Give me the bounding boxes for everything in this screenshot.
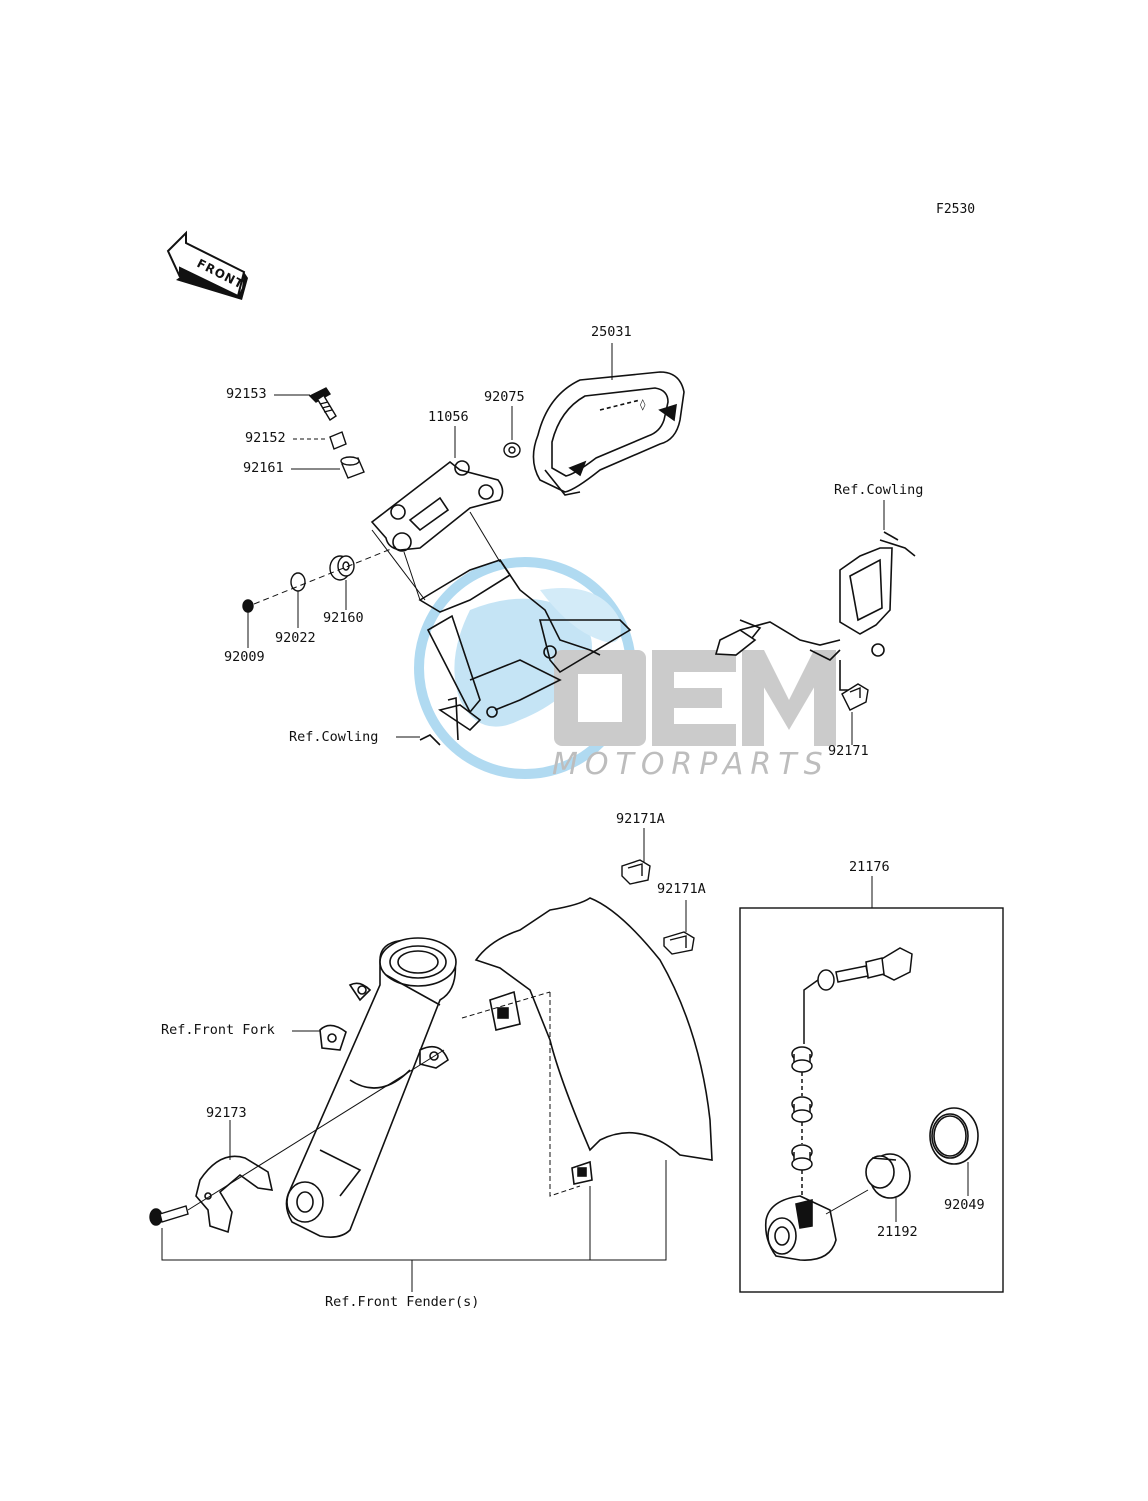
watermark-sub-text: MOTORPARTS: [552, 747, 830, 782]
label-ref-cowling-right[interactable]: Ref.Cowling: [834, 482, 924, 498]
clip-92171a-1: [621, 859, 651, 885]
sensor-body: [764, 1195, 837, 1261]
clip-92171: [841, 683, 869, 711]
label-21192[interactable]: 21192: [877, 1224, 918, 1240]
sensor-harness: [791, 947, 913, 1200]
label-ref-cowling-left[interactable]: Ref.Cowling: [289, 729, 379, 745]
screw: [149, 1205, 189, 1226]
damper-92161: [340, 456, 365, 479]
clip-92171a-2: [663, 931, 695, 955]
diagram-code: F2530: [936, 202, 976, 217]
label-ref-front-fork[interactable]: Ref.Front Fork: [161, 1022, 275, 1038]
label-92171a-2[interactable]: 92171A: [657, 881, 706, 897]
bolt-92153: [308, 387, 337, 421]
collar-92152: [329, 431, 347, 450]
meter-assembly: ◊: [532, 371, 685, 496]
bracket-92173: [195, 1155, 274, 1234]
label-21176[interactable]: 21176: [849, 859, 890, 875]
label-92075[interactable]: 92075: [484, 389, 525, 405]
grommet-92075: [503, 442, 521, 458]
cap-21192: [865, 1153, 911, 1199]
bracket-11056: [370, 460, 504, 552]
damper-92160: [329, 555, 355, 581]
ref-front-fender-lines: [161, 1160, 667, 1292]
front-fender: [474, 897, 713, 1185]
label-11056[interactable]: 11056: [428, 409, 469, 425]
front-fork: [285, 937, 457, 1238]
label-92022[interactable]: 92022: [275, 630, 316, 646]
label-92161[interactable]: 92161: [243, 460, 284, 476]
cowling-stay-right: [714, 531, 916, 691]
nut-92009: [242, 599, 254, 613]
label-92153[interactable]: 92153: [226, 386, 267, 402]
seal-92049: [929, 1107, 979, 1165]
label-ref-front-fender[interactable]: Ref.Front Fender(s): [325, 1294, 480, 1310]
svg-text:◊: ◊: [640, 398, 646, 411]
label-92160[interactable]: 92160: [323, 610, 364, 626]
label-92171[interactable]: 92171: [828, 743, 869, 759]
label-92009[interactable]: 92009: [224, 649, 265, 665]
meter-stay: [418, 559, 632, 746]
watermark-logo: [414, 557, 836, 779]
label-92152[interactable]: 92152: [245, 430, 286, 446]
label-92049[interactable]: 92049: [944, 1197, 985, 1213]
label-92173[interactable]: 92173: [206, 1105, 247, 1121]
label-92171a-1[interactable]: 92171A: [616, 811, 665, 827]
label-25031[interactable]: 25031: [591, 324, 632, 340]
front-direction-arrow: FRONT: [166, 230, 248, 300]
